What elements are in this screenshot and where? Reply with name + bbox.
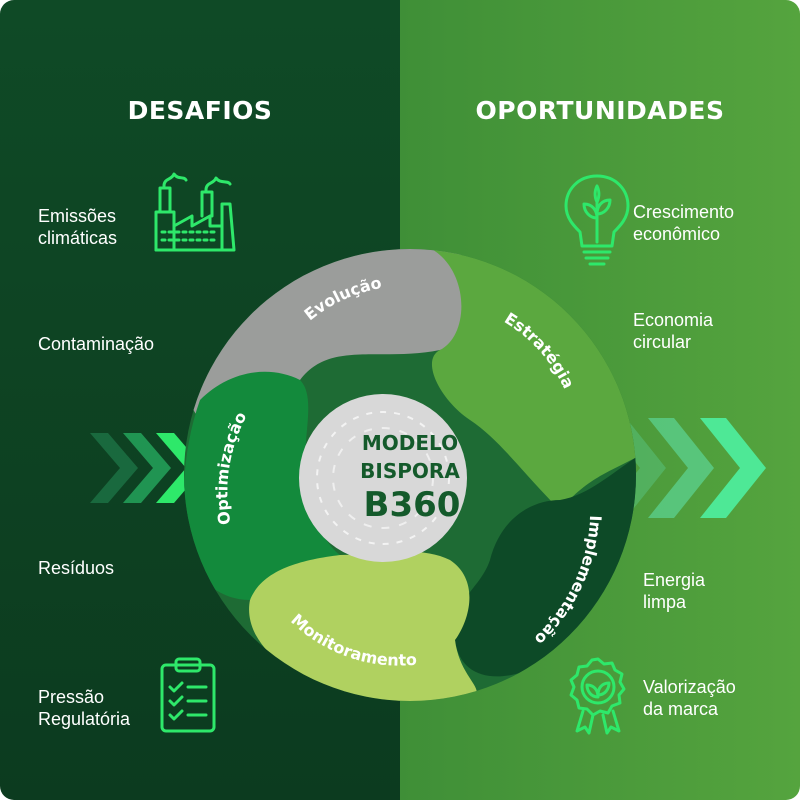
oportunidades-title: OPORTUNIDADES: [475, 96, 725, 125]
label-valorizacao-marca: Valorização da marca: [643, 677, 736, 719]
center-line-b360: B360: [364, 485, 461, 525]
leaf-badge-icon: [569, 657, 626, 735]
label-crescimento-economico: Crescimento econômico: [633, 202, 735, 244]
segment-optimizacao-shape: [184, 371, 340, 600]
center-line-modelo: MODELO: [362, 431, 458, 455]
center-circle: [299, 394, 467, 562]
label-energia-limpa: Energia limpa: [643, 570, 706, 612]
clipboard-checklist-icon: [160, 657, 216, 733]
segment-monitoramento-shape: [249, 551, 477, 701]
label-residuos: Resíduos: [38, 558, 115, 578]
segment-implementacao-shape: [454, 455, 636, 677]
label-pressao-regulatoria: Pressão Regulatória: [38, 687, 131, 729]
desafios-title: DESAFIOS: [127, 96, 273, 125]
label-emissoes-climaticas: Emissões climáticas: [38, 206, 118, 248]
segment-estrategia-shape: [430, 249, 636, 510]
lightbulb-leaf-icon: [564, 174, 630, 266]
label-economia-circular: Economia circular: [633, 310, 714, 352]
label-contaminacao: Contaminação: [38, 334, 155, 354]
factory-icon: [154, 172, 236, 252]
center-line-bispora: BISPORA: [360, 459, 460, 483]
